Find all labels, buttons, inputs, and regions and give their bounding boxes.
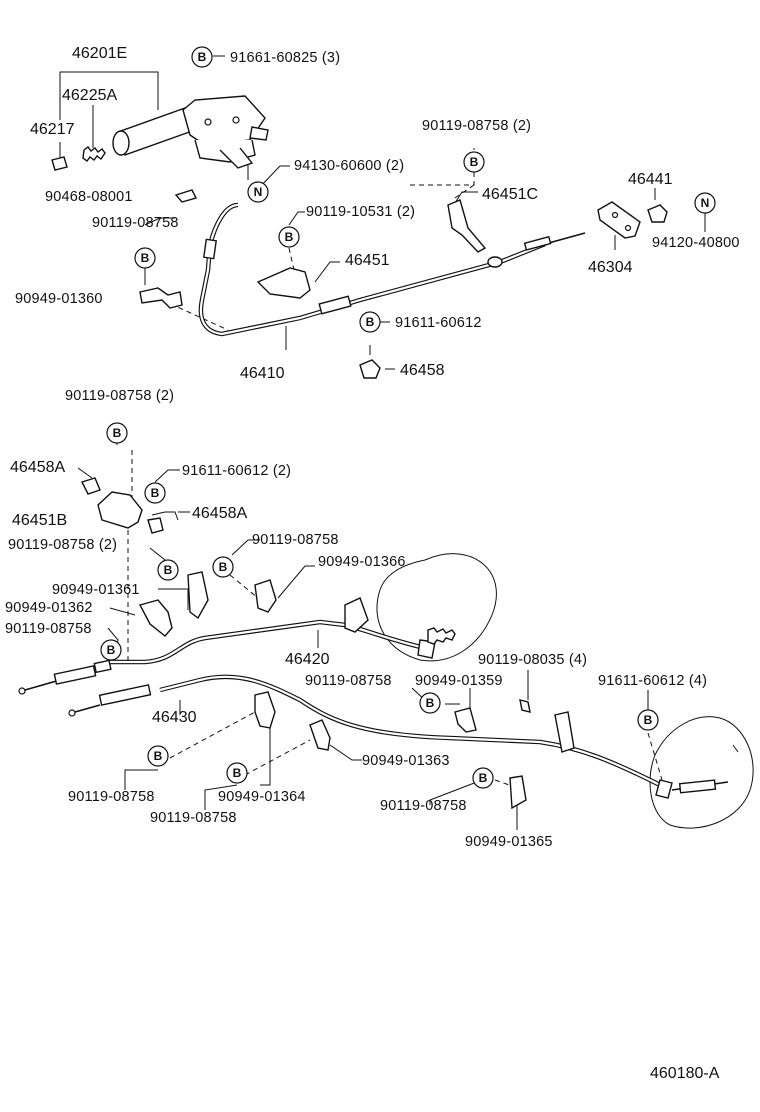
label-91611-60612-4: 91611-60612 (4) <box>598 673 707 689</box>
label-46225A: 46225A <box>62 87 117 104</box>
label-46458A-right: 46458A <box>192 505 247 522</box>
labels-bottom: 90119-08758 (2) 46458A 91611-60612 (2) 4… <box>5 388 707 850</box>
svg-text:B: B <box>107 643 116 657</box>
label-94130-60600: 94130-60600 (2) <box>294 158 404 174</box>
label-90949-01366: 90949-01366 <box>318 554 406 570</box>
label-90949-01361: 90949-01361 <box>52 582 140 598</box>
label-94120-40800: 94120-40800 <box>652 235 740 251</box>
markers-bottom: B B B B B B B B B B <box>100 422 659 789</box>
clip-90468 <box>174 189 198 203</box>
label-90119-08758-a: 90119-08758 <box>92 215 179 231</box>
label-91611-60612-2: 91611-60612 (2) <box>182 463 291 479</box>
clamps-mid <box>138 571 277 637</box>
svg-text:B: B <box>198 50 207 64</box>
label-90949-01363: 90949-01363 <box>362 753 450 769</box>
svg-text:N: N <box>254 185 263 199</box>
label-90949-01360: 90949-01360 <box>15 291 103 307</box>
label-90119-08758-top: 90119-08758 (2) <box>422 118 531 134</box>
label-90119-08758-h: 90119-08758 <box>380 798 467 814</box>
label-90119-08758-f: 90119-08758 <box>68 789 155 805</box>
svg-text:B: B <box>113 426 122 440</box>
label-46458A-left: 46458A <box>10 459 65 476</box>
svg-text:B: B <box>219 560 228 574</box>
svg-text:B: B <box>151 486 160 500</box>
clamp-90949-01360 <box>139 287 183 309</box>
label-46430: 46430 <box>152 709 197 726</box>
label-90949-01359: 90949-01359 <box>415 673 503 689</box>
svg-text:B: B <box>366 315 375 329</box>
equalizer-46304 <box>597 201 641 239</box>
svg-text:B: B <box>154 749 163 763</box>
svg-text:B: B <box>479 771 488 785</box>
label-91661-60825: 91661-60825 (3) <box>230 50 340 66</box>
label-90119-08758-g: 90119-08758 <box>150 810 237 826</box>
label-90949-01362: 90949-01362 <box>5 600 93 616</box>
label-46304: 46304 <box>588 259 633 276</box>
markers-top: B B N N B B B <box>134 46 716 333</box>
label-90119-08758-mid: 90119-08758 (2) <box>65 388 174 404</box>
front-cable-46410 <box>198 202 586 337</box>
label-46201E: 46201E <box>72 45 127 62</box>
nut-46441 <box>647 204 668 223</box>
svg-text:B: B <box>233 766 242 780</box>
svg-text:B: B <box>470 155 479 169</box>
svg-text:B: B <box>164 563 173 577</box>
label-46410: 46410 <box>240 365 285 382</box>
label-91611-60612: 91611-60612 <box>395 315 482 331</box>
diagram-code: 460180-A <box>650 1065 720 1082</box>
rear-cable-46430 <box>68 674 729 799</box>
label-90119-08758-c: 90119-08758 <box>252 532 339 548</box>
label-90468-08001: 90468-08001 <box>45 189 133 205</box>
svg-text:N: N <box>701 196 710 210</box>
clamps-bottom <box>254 691 531 810</box>
label-90119-08758-e: 90119-08758 <box>305 673 392 689</box>
parking-brake-lever <box>112 95 269 169</box>
label-46451B: 46451B <box>12 512 67 529</box>
clip-46458 <box>359 359 381 379</box>
label-46420: 46420 <box>285 651 330 668</box>
label-90119-08035: 90119-08035 (4) <box>478 652 587 668</box>
label-46458: 46458 <box>400 362 445 379</box>
svg-text:B: B <box>426 696 435 710</box>
lever-button-and-spring <box>51 146 106 171</box>
bracket-46451C <box>447 199 487 253</box>
svg-text:B: B <box>644 713 653 727</box>
label-46217: 46217 <box>30 121 75 138</box>
label-90949-01364: 90949-01364 <box>218 789 306 805</box>
brake-drum-outlines <box>376 553 754 829</box>
svg-text:B: B <box>141 251 150 265</box>
bracket-46451 <box>256 267 311 299</box>
label-90119-10531: 90119-10531 (2) <box>306 204 415 220</box>
svg-text:B: B <box>285 230 294 244</box>
label-90119-08758-b: 90119-08758 (2) <box>8 537 117 553</box>
labels-top: 46201E 46225A 46217 91661-60825 (3) 9011… <box>15 45 740 382</box>
rear-cable-46420 <box>18 597 456 695</box>
label-46451C: 46451C <box>482 186 538 203</box>
label-46441: 46441 <box>628 171 673 188</box>
label-90119-08758-d: 90119-08758 <box>5 621 92 637</box>
label-46451: 46451 <box>345 252 390 269</box>
bracket-46451B <box>81 477 164 534</box>
label-90949-01365: 90949-01365 <box>465 834 553 850</box>
